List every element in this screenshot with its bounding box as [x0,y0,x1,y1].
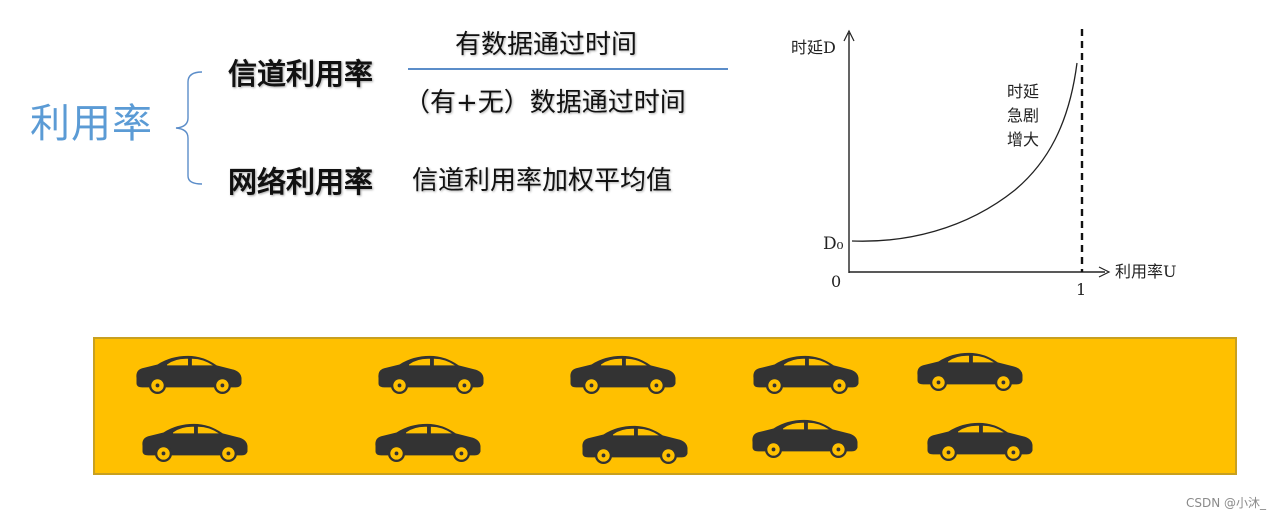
network-utilization-description: 信道利用率加权平均值 [412,166,673,196]
formula-denominator: （有+无）数据通过时间 [404,88,686,118]
car-icon [136,355,242,395]
x-tick-1: 1 [1076,280,1086,299]
delay-curve [851,62,1078,242]
car-icon [375,423,481,463]
delay-utilization-chart: 时延D D₀ 0 1 利用率U 时延 急剧 增大 [791,29,1177,299]
utilization-title: 利用率 [30,101,153,147]
car-icon [752,419,858,459]
formula-numerator: 有数据通过时间 [455,30,638,60]
car-icon [753,355,859,395]
y-axis-arrow-icon [843,29,855,42]
car-icon [917,352,1023,392]
annotation-line-3: 增大 [1007,130,1039,149]
x-axis-arrow-icon [1098,266,1111,278]
y-tick-d0: D₀ [823,234,844,254]
fraction-line [408,68,728,70]
annotation-line-1: 时延 [1007,82,1039,101]
car-icon [927,422,1033,462]
x-axis-label: 利用率U [1115,262,1177,281]
road-channel [93,337,1237,475]
car-icon [570,355,676,395]
annotation-line-2: 急剧 [1007,106,1039,125]
channel-utilization-term: 信道利用率 [228,57,374,91]
watermark: CSDN @小沐_ [1185,496,1266,510]
car-icon [378,355,484,395]
car-icon [582,425,688,465]
y-axis-label: 时延D [791,38,836,57]
x-tick-0: 0 [831,272,841,291]
network-utilization-term: 网络利用率 [228,165,374,199]
car-icon [142,423,248,463]
curly-brace-icon [175,71,203,185]
